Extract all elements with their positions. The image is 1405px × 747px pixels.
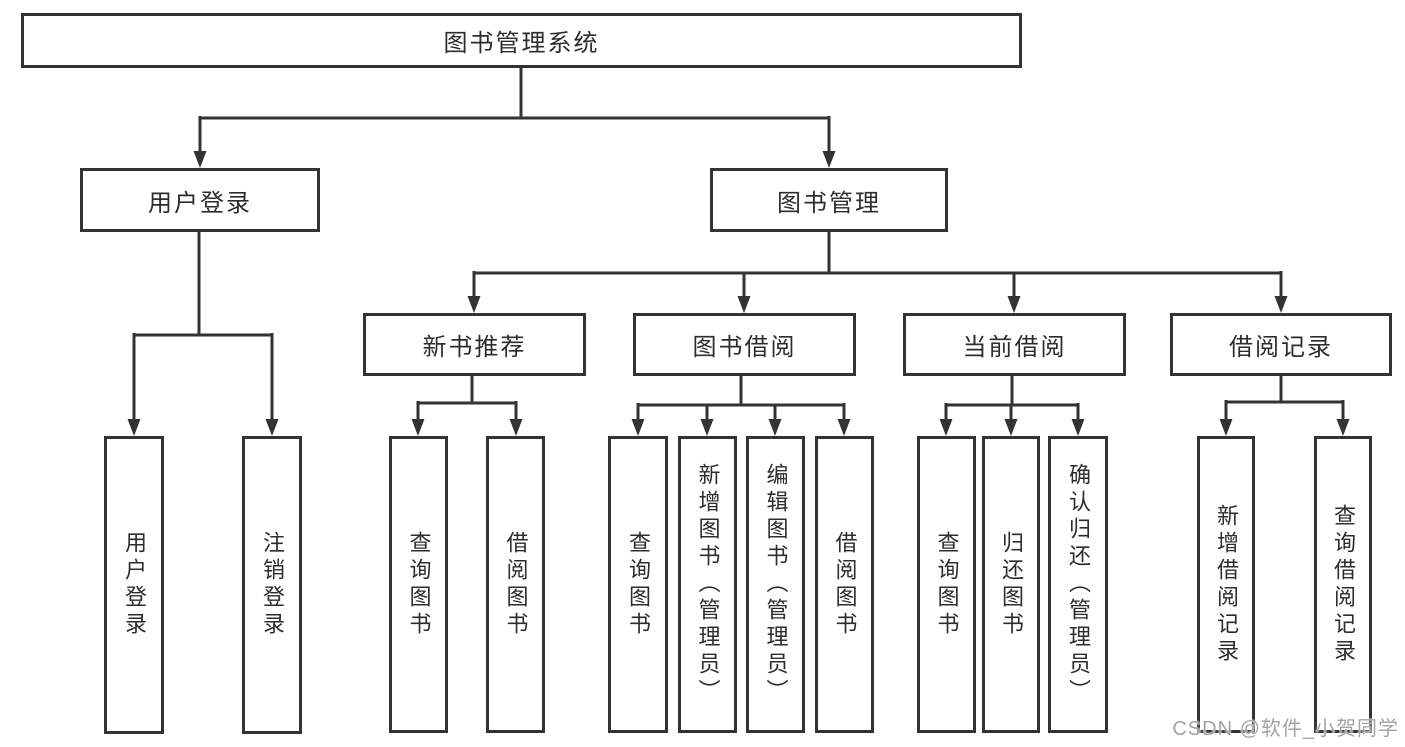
node-book-borrow-label: 图书借阅 <box>692 334 797 361</box>
node-new-book-recommend-label: 新书推荐 <box>422 334 527 361</box>
leaf-current-return-book: 归还图书 <box>982 436 1040 733</box>
leaf-current-query-book-label: 查询图书 <box>934 530 960 639</box>
leaf-logout-label: 注销登录 <box>260 531 285 639</box>
node-root: 图书管理系统 <box>21 13 1022 68</box>
node-user-login: 用户登录 <box>80 168 320 232</box>
leaf-records-add-record-label: 新增借阅记录 <box>1214 503 1239 666</box>
node-current-borrow: 当前借阅 <box>903 313 1126 376</box>
leaf-current-return-book-label: 归还图书 <box>999 530 1024 639</box>
leaf-recommend-query-book-label: 查询图书 <box>406 530 432 639</box>
leaf-user-login-label: 用户登录 <box>122 531 147 639</box>
leaf-logout: 注销登录 <box>242 436 302 734</box>
leaf-current-query-book: 查询图书 <box>917 436 976 733</box>
leaf-records-query-record: 查询借阅记录 <box>1314 436 1372 733</box>
leaf-records-add-record: 新增借阅记录 <box>1197 436 1255 733</box>
leaf-borrow-edit-book-admin-label: 编辑图书（管理员） <box>763 463 789 706</box>
node-current-borrow-label: 当前借阅 <box>962 334 1067 361</box>
leaf-recommend-borrow-book-label: 借阅图书 <box>503 530 529 639</box>
leaf-user-login: 用户登录 <box>104 436 164 734</box>
node-root-label: 图书管理系统 <box>443 30 600 57</box>
node-user-login-label: 用户登录 <box>148 189 252 217</box>
node-borrow-records-label: 借阅记录 <box>1229 334 1333 361</box>
leaf-current-confirm-return-admin: 确认归还（管理员） <box>1048 436 1108 733</box>
node-book-management-label: 图书管理 <box>777 189 881 217</box>
leaf-borrow-borrow-book-label: 借阅图书 <box>832 530 858 639</box>
leaf-borrow-query-book-label: 查询图书 <box>626 530 651 639</box>
leaf-borrow-query-book: 查询图书 <box>608 436 668 733</box>
leaf-borrow-add-book-admin-label: 新增图书（管理员） <box>695 463 721 706</box>
leaf-records-query-record-label: 查询借阅记录 <box>1331 503 1356 666</box>
leaf-current-confirm-return-admin-label: 确认归还（管理员） <box>1066 463 1091 706</box>
node-book-borrow: 图书借阅 <box>633 313 856 376</box>
node-book-management: 图书管理 <box>710 168 948 232</box>
node-borrow-records: 借阅记录 <box>1170 313 1392 376</box>
leaf-recommend-borrow-book: 借阅图书 <box>486 436 545 733</box>
leaf-borrow-borrow-book: 借阅图书 <box>815 436 874 733</box>
leaf-borrow-edit-book-admin: 编辑图书（管理员） <box>746 436 805 733</box>
node-new-book-recommend: 新书推荐 <box>363 313 586 376</box>
leaf-recommend-query-book: 查询图书 <box>389 436 448 733</box>
leaf-borrow-add-book-admin: 新增图书（管理员） <box>678 436 737 733</box>
watermark: CSDN @软件_小贺同学 <box>1172 718 1399 740</box>
